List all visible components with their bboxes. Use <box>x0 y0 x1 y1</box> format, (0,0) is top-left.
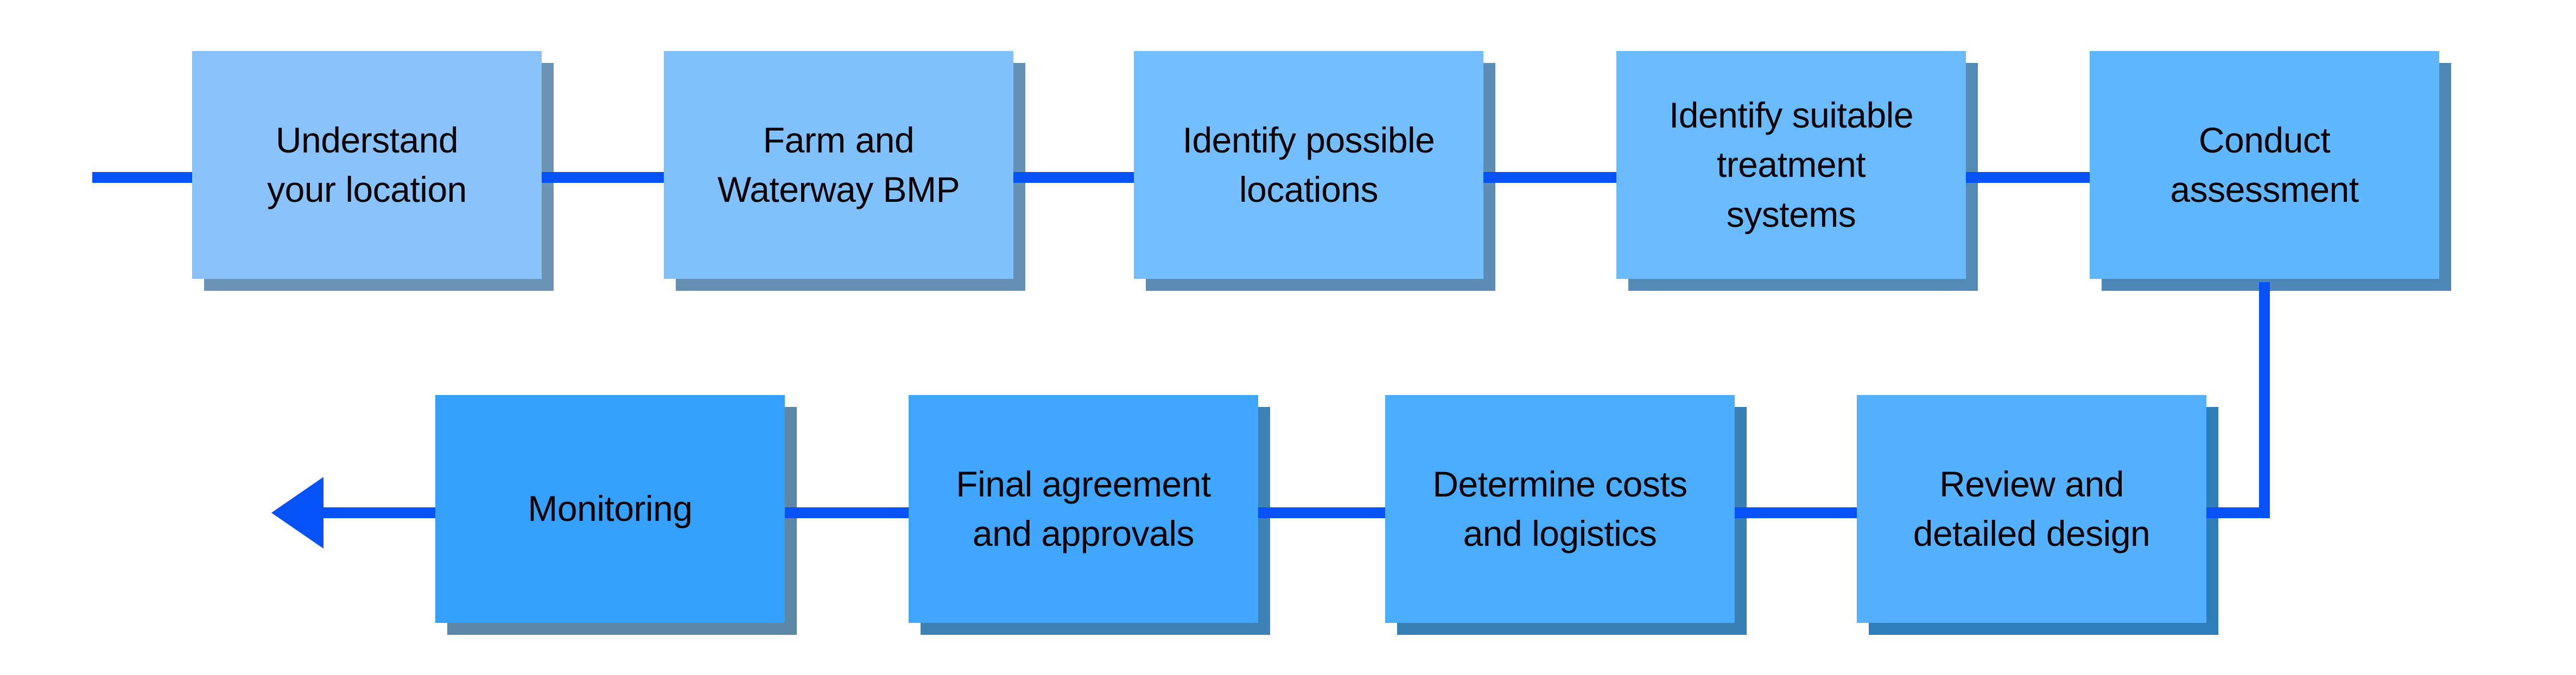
flow-step-identify-suitable-treatment-systems: Identify suitable treatment systems <box>1616 51 1966 279</box>
connector-bottom-line <box>323 507 2270 518</box>
flow-step-label: Understand your location <box>267 119 467 209</box>
flow-step-label: Review and detailed design <box>1913 463 2150 553</box>
flow-step-final-agreement-and-approvals: Final agreement and approvals <box>909 395 1258 623</box>
flow-step-understand-your-location: Understand your location <box>192 51 542 279</box>
flow-step-conduct-assessment: Conduct assessment <box>2090 51 2439 279</box>
flow-step-review-and-detailed-design: Review and detailed design <box>1857 395 2206 623</box>
flow-step-farm-and-waterway-bmp: Farm and Waterway BMP <box>664 51 1013 279</box>
flow-step-label: Farm and Waterway BMP <box>717 119 960 209</box>
connector-vertical-line <box>2259 282 2270 518</box>
flow-step-label: Monitoring <box>528 488 693 529</box>
flow-step-label: Determine costs and logistics <box>1432 463 1687 553</box>
left-arrow-icon <box>271 477 323 549</box>
flow-step-monitoring: Monitoring <box>435 395 785 623</box>
flow-step-identify-possible-locations: Identify possible locations <box>1134 51 1483 279</box>
flow-step-label: Conduct assessment <box>2170 119 2359 209</box>
flow-step-determine-costs-and-logistics: Determine costs and logistics <box>1385 395 1735 623</box>
flow-step-label: Identify possible locations <box>1182 119 1435 209</box>
flow-step-label: Identify suitable treatment systems <box>1668 95 1914 234</box>
flow-step-label: Final agreement and approvals <box>956 463 1211 553</box>
